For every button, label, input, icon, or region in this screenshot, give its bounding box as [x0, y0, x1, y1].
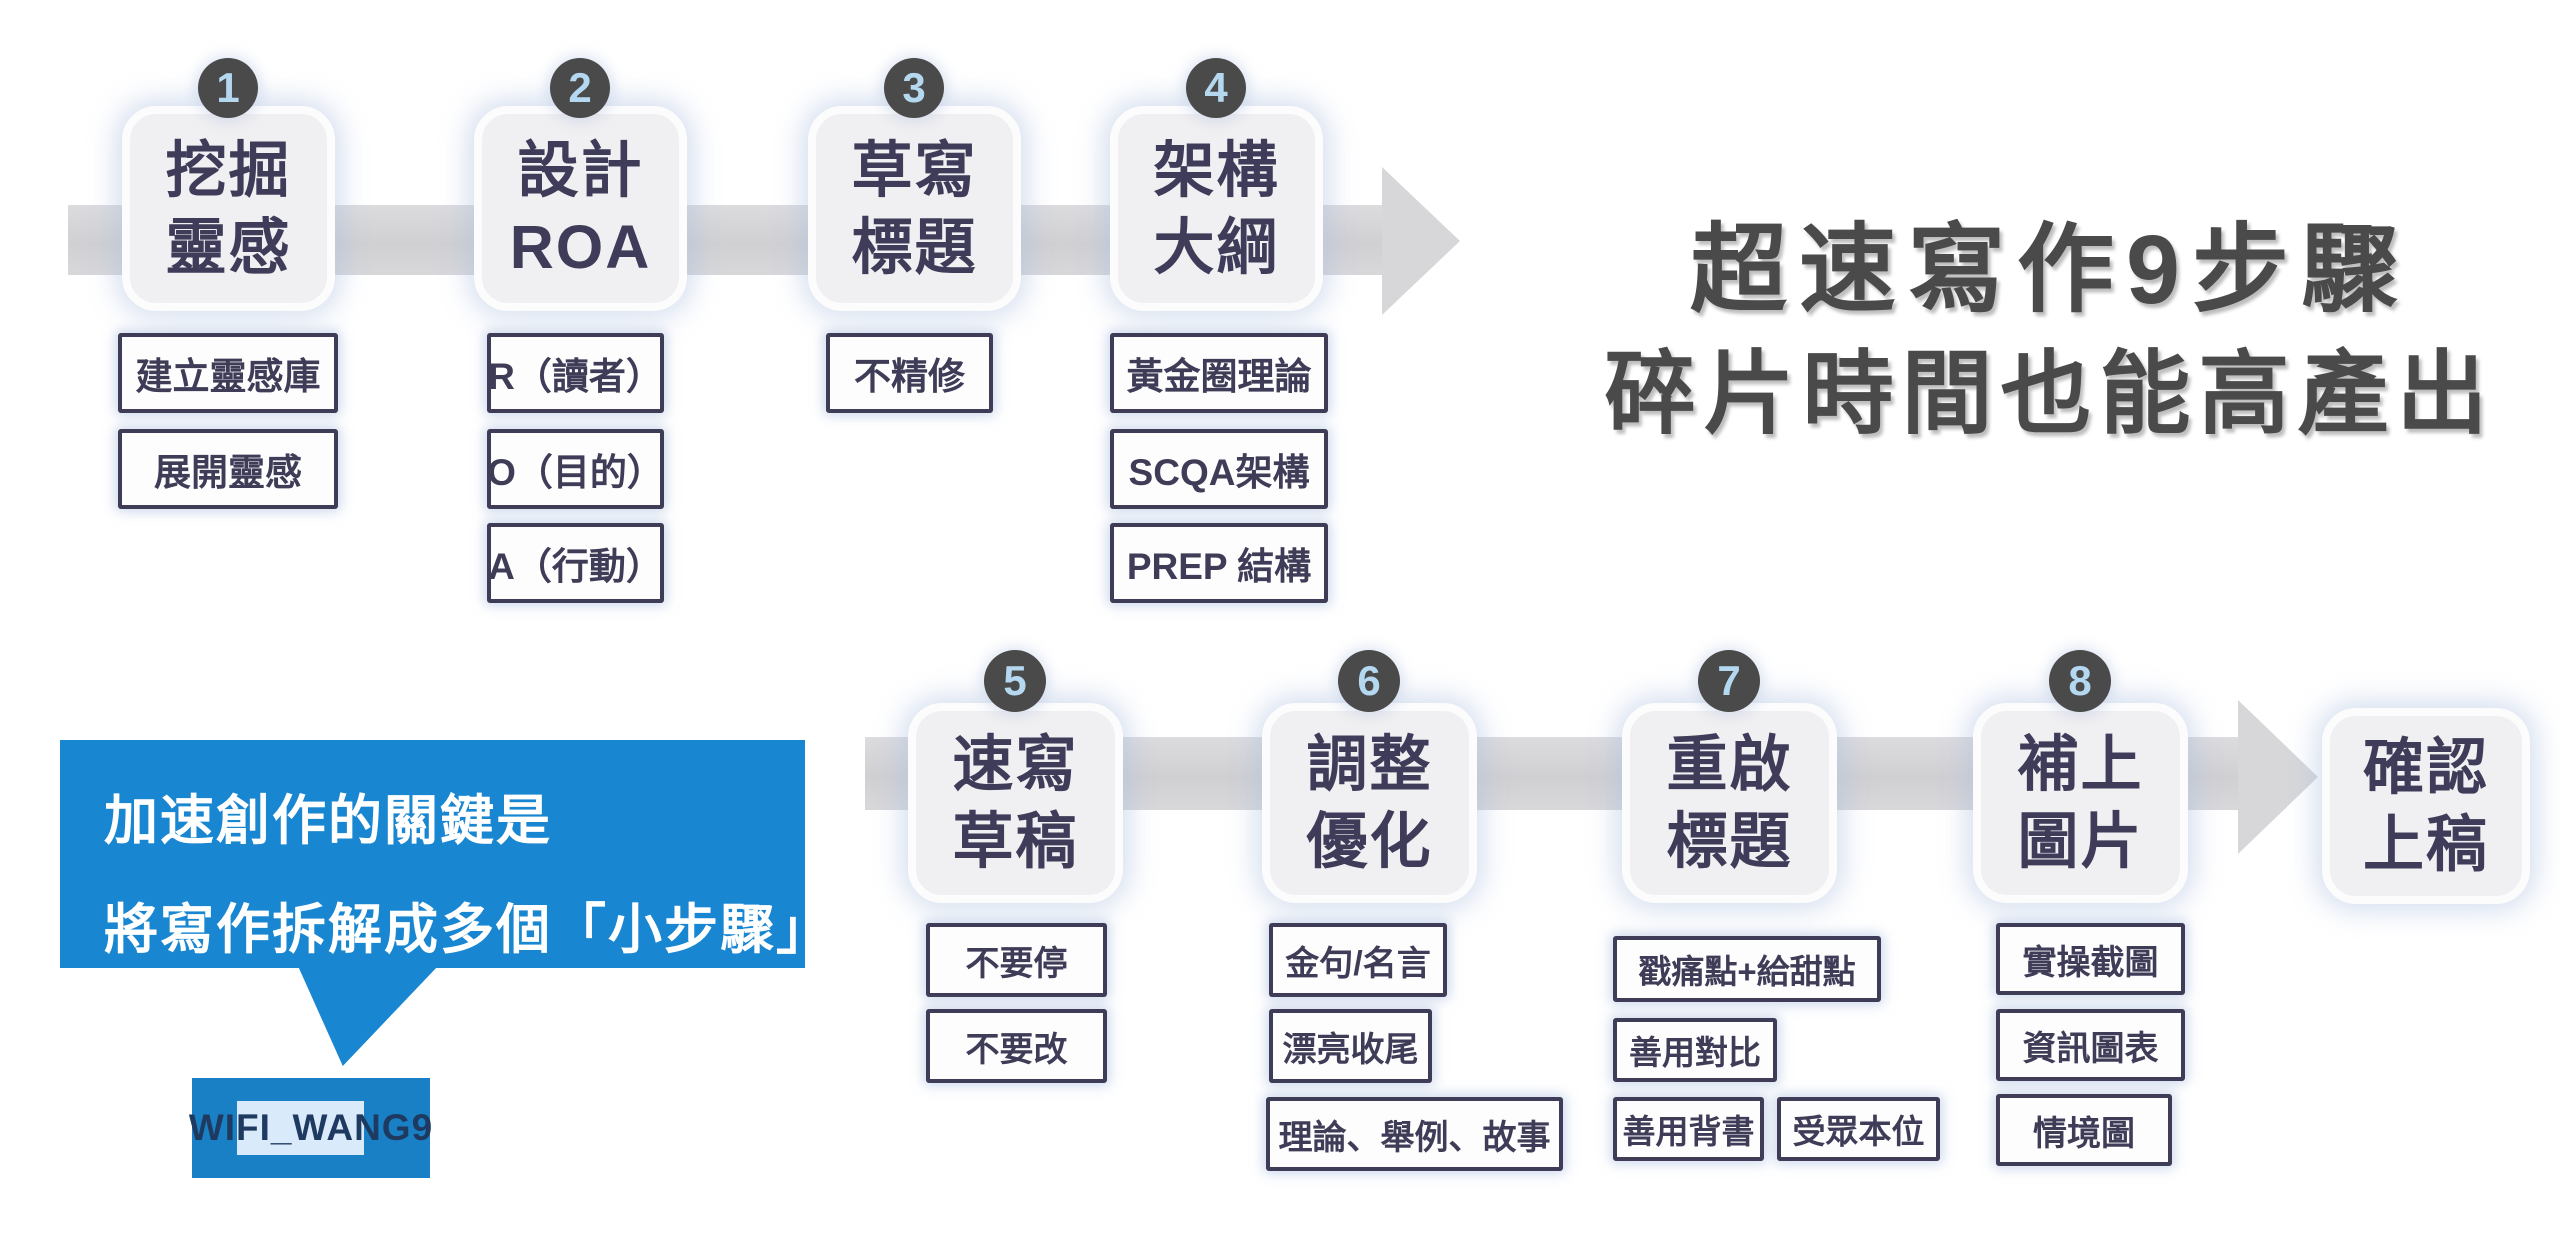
step-5-item: 不要停 [926, 923, 1107, 997]
arrow-row2-icon [2238, 700, 2318, 854]
step-1-number-badge: 1 [198, 58, 258, 118]
step-4-number-badge: 4 [1186, 58, 1246, 118]
step-1-number: 1 [216, 64, 240, 111]
step-8-title-line1: 補上 [2017, 730, 2144, 799]
step-3-number-badge: 3 [884, 58, 944, 118]
step-7-item: 戳痛點+給甜點 [1613, 936, 1881, 1002]
step-2-item: O（目的） [487, 429, 664, 509]
final-step-title-line1: 確認 [2362, 733, 2489, 802]
step-2-item: R（讀者） [487, 333, 664, 413]
step-5-item: 不要改 [926, 1009, 1107, 1083]
step-7-item: 善用背書 [1613, 1097, 1764, 1161]
main-title-line2: 碎片時間也能高產出 [1604, 344, 2496, 445]
step-7-title-line2: 標題 [1666, 807, 1793, 875]
step-2-title-line1: 設計 [517, 135, 644, 204]
step-4-title-line2: 大綱 [1153, 212, 1280, 281]
step-7-number-badge: 7 [1698, 650, 1760, 712]
final-step-box: 確認 上稿 [2322, 708, 2530, 904]
step-2-item: A（行動） [487, 523, 664, 603]
step-4-item: PREP 結構 [1110, 523, 1328, 603]
step-1-title-line2: 靈感 [165, 212, 292, 281]
step-6-number-badge: 6 [1338, 650, 1400, 712]
step-3-title-line1: 草寫 [851, 135, 978, 204]
step-8-title-line2: 圖片 [2017, 807, 2144, 875]
callout-line2: 將寫作拆解成多個「小步驟」 [104, 900, 832, 960]
step-1-box: 挖掘 靈感 [122, 106, 335, 311]
step-4-number: 4 [1204, 64, 1228, 111]
step-4-box: 架構 大綱 [1110, 106, 1323, 311]
watermark-text: WIFI_WANG9 [188, 1107, 434, 1148]
step-2-title-line2: ROA [509, 212, 652, 281]
step-5-title-line2: 草稿 [952, 807, 1079, 875]
arrow-row1-icon [1382, 167, 1460, 315]
step-6-item: 理論、舉例、故事 [1266, 1097, 1563, 1171]
key-message-callout: 加速創作的關鍵是 將寫作拆解成多個「小步驟」 [60, 740, 832, 968]
step-7-item: 善用對比 [1613, 1018, 1777, 1082]
step-6-item: 漂亮收尾 [1269, 1009, 1432, 1083]
step-5-number-badge: 5 [984, 650, 1046, 712]
step-4-item: SCQA架構 [1110, 429, 1328, 509]
step-8-item: 情境圖 [1996, 1094, 2172, 1166]
step-8-number: 8 [2068, 657, 2092, 704]
step-2-number-badge: 2 [550, 58, 610, 118]
step-4-title-line1: 架構 [1153, 135, 1280, 204]
step-7-number: 7 [1717, 657, 1741, 704]
final-step-title-line2: 上稿 [2362, 810, 2489, 878]
step-3-box: 草寫 標題 [808, 106, 1021, 311]
step-8-item: 資訊圖表 [1996, 1009, 2185, 1081]
step-2-number: 2 [568, 64, 592, 111]
step-2-box: 設計 ROA [474, 106, 687, 311]
step-1-title-line1: 挖掘 [165, 135, 292, 204]
step-7-item: 受眾本位 [1777, 1097, 1940, 1161]
step-8-number-badge: 8 [2049, 650, 2111, 712]
step-1-item: 建立靈感庫 [118, 333, 338, 413]
callout-tail-icon [298, 966, 438, 1066]
callout-line1: 加速創作的關鍵是 [104, 791, 552, 851]
step-6-title-line2: 優化 [1306, 807, 1433, 875]
step-3-item: 不精修 [826, 333, 993, 413]
watermark-highlight [237, 1101, 364, 1155]
step-6-title-line1: 調整 [1306, 730, 1433, 799]
step-5-box: 速寫 草稿 [908, 703, 1123, 903]
step-3-number: 3 [902, 64, 926, 111]
step-5-number: 5 [1003, 657, 1027, 704]
main-title-line1: 超速寫作9步驟 [1690, 215, 2410, 324]
step-4-item: 黃金圈理論 [1110, 333, 1328, 413]
step-8-item: 實操截圖 [1996, 923, 2185, 995]
step-1-item: 展開靈感 [118, 429, 338, 509]
step-6-number: 6 [1357, 657, 1381, 704]
step-7-box: 重啟 標題 [1622, 703, 1837, 903]
step-5-title-line1: 速寫 [952, 730, 1079, 799]
step-6-box: 調整 優化 [1262, 703, 1477, 903]
step-3-title-line2: 標題 [851, 212, 978, 281]
step-8-box: 補上 圖片 [1973, 703, 2188, 903]
step-7-title-line1: 重啟 [1666, 730, 1793, 799]
step-6-item: 金句/名言 [1269, 923, 1447, 997]
